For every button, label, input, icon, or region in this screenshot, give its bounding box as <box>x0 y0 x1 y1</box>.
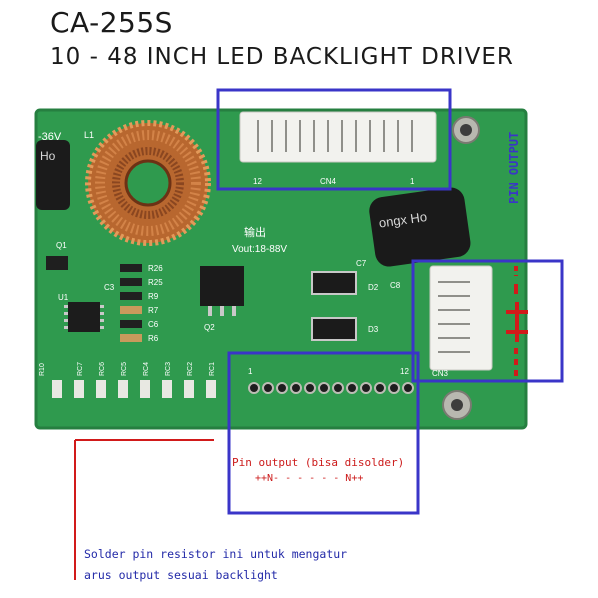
voltage-label-left: -36V <box>38 131 62 143</box>
label-l1: L1 <box>84 130 94 140</box>
pin-output-text: PIN OUTPUT <box>507 132 521 204</box>
cn4-pin-left: 12 <box>253 177 262 186</box>
highlight-pin-row <box>227 351 420 515</box>
cn4-label: CN4 <box>320 177 337 186</box>
cn4-connector <box>239 111 437 163</box>
cn3-label: CN3 <box>432 369 449 378</box>
label-r7: R7 <box>148 306 159 315</box>
label-r10: R10 <box>39 363 46 376</box>
label-c8: C8 <box>390 281 401 290</box>
mosfet-q2 <box>200 266 244 306</box>
toroid-inductor <box>85 120 211 246</box>
label-r9: R9 <box>148 292 159 301</box>
capacitor-left <box>36 140 70 210</box>
solder-note-line1: Solder pin resistor ini untuk mengatur <box>84 547 348 561</box>
page-subtitle: 10 - 48 INCH LED BACKLIGHT DRIVER <box>50 44 514 70</box>
label-d3: D3 <box>368 325 379 334</box>
label-r26: R26 <box>148 264 163 273</box>
label-c7: C7 <box>356 259 367 268</box>
transistor-q1 <box>46 256 68 270</box>
label-c6: C6 <box>148 320 159 329</box>
pin-output-note: Pin output (bisa disolder) <box>232 456 405 469</box>
label-rc4: RC4 <box>143 362 150 376</box>
cap-brand-top: ongx Ho <box>378 209 428 231</box>
label-r25: R25 <box>148 278 163 287</box>
capacitor-right: ongx Ho <box>369 187 471 267</box>
label-c3: C3 <box>104 283 115 292</box>
label-d2: D2 <box>368 283 379 292</box>
label-rc5: RC5 <box>121 362 128 376</box>
pin-row-right: 12 <box>400 367 409 376</box>
label-u1: U1 <box>58 293 69 302</box>
label-q1: Q1 <box>56 241 67 250</box>
pin-header-row <box>248 382 414 394</box>
label-q2: Q2 <box>204 323 215 332</box>
diode-d3 <box>311 317 357 341</box>
highlight-cn4 <box>216 88 452 191</box>
label-rc2: RC2 <box>187 362 194 376</box>
leader-line <box>74 439 214 580</box>
diode-d2 <box>311 271 357 295</box>
pin-output-vertical-label: PIN OUTPUT <box>507 132 521 204</box>
label-r6: R6 <box>148 334 159 343</box>
label-rc6: RC6 <box>99 362 106 376</box>
label-rc1: RC1 <box>209 362 216 376</box>
label-rc3: RC3 <box>165 362 172 376</box>
label-rc7: RC7 <box>77 362 84 376</box>
polarity-row-note: ++N- - - - - - N++ <box>255 473 364 484</box>
cap-brand-left: Ho <box>40 149 56 163</box>
highlight-cn3 <box>411 259 564 383</box>
output-label: 输出 <box>244 225 266 239</box>
rc-resistor-row <box>52 380 216 398</box>
solder-note-line2: arus output sesuai backlight <box>84 568 278 582</box>
page-title: CA-255S <box>50 6 173 39</box>
cn4-pin-right: 1 <box>410 177 415 186</box>
resistor-column <box>120 264 142 342</box>
cn3-connector <box>429 265 493 371</box>
vout-label: Vout:18-88V <box>232 244 287 255</box>
pin-row-left: 1 <box>248 367 253 376</box>
ic-u1 <box>68 302 100 332</box>
polarity-marks <box>506 266 528 378</box>
